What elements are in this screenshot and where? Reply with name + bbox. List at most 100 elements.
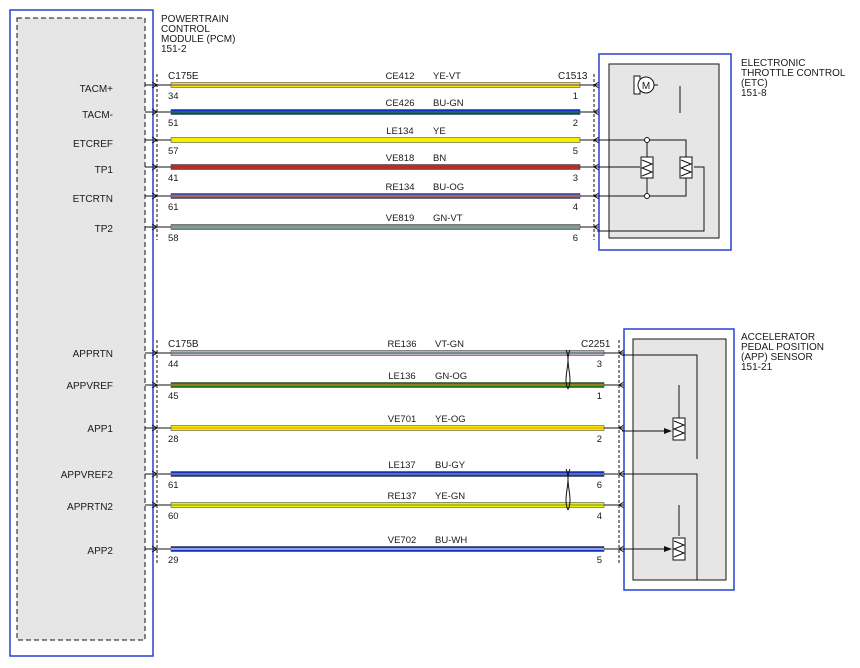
app-title-line-1: ACCELERATOR <box>741 332 815 343</box>
wire-left-pin: 60 <box>168 511 179 522</box>
pin-label: APPRTN <box>73 349 113 360</box>
pcm-terminal-icon <box>151 501 158 509</box>
wire-circuit-label: CE412 <box>385 71 414 82</box>
wire-circuit-label: LE136 <box>388 371 415 382</box>
wire-circuit-label: VE819 <box>386 213 415 224</box>
pcm-title-line-4: 151-2 <box>161 44 187 55</box>
pcm-pin-labels: TACM+ TACM- ETCREF TP1 ETCRTN TP2 APPRTN… <box>61 84 114 557</box>
wire-left-pin: 51 <box>168 118 179 129</box>
wire-left-pin: 29 <box>168 555 179 566</box>
etc-component-inner <box>608 63 720 239</box>
pcm-terminal-icon <box>151 108 158 116</box>
wire-ve818 <box>170 164 581 170</box>
wire-left-pin: 34 <box>168 91 179 102</box>
etc-title-line-3: (ETC) <box>741 78 768 89</box>
wire-left-pin: 45 <box>168 391 179 402</box>
etc-title-line-2: THROTTLE CONTROL <box>741 68 846 79</box>
twisted-pair-marker-2 <box>565 468 571 511</box>
pcm-terminal-icon <box>151 81 158 89</box>
component-terminal-icon <box>593 163 600 171</box>
wire-right-pin: 5 <box>597 555 602 566</box>
pin-label: ETCRTN <box>73 194 113 205</box>
tp-sensor-network <box>597 137 705 232</box>
wire-left-pin: 61 <box>168 480 179 491</box>
wire-circuit-label: RE136 <box>387 339 416 350</box>
app-title-line-2: PEDAL POSITION <box>741 342 824 353</box>
tp1-sensor-icon <box>640 156 654 179</box>
wire-circuit-label: CE426 <box>385 98 414 109</box>
connector-c2251: C2251 <box>581 339 611 350</box>
wire-circuit-label: VE701 <box>388 414 417 425</box>
pcm-terminal-icon <box>151 223 158 231</box>
pin-label: TACM+ <box>80 84 114 95</box>
wire-left-pin: 61 <box>168 202 179 213</box>
connector-c175e: C175E <box>168 71 199 82</box>
wire-color-label: BU-GN <box>433 98 464 109</box>
app-sensor-network <box>622 354 698 580</box>
pin-label: APPVREF2 <box>61 470 114 481</box>
wire-circuit-label: LE137 <box>388 460 415 471</box>
component-terminal-icon <box>618 470 625 478</box>
pcm-title-line-2: CONTROL <box>161 24 210 35</box>
tp2-sensor-icon <box>679 156 693 179</box>
pcm-title: POWERTRAIN CONTROL MODULE (PCM) 151-2 <box>161 14 235 55</box>
pin-label: ETCREF <box>73 139 113 150</box>
wire-right-pin: 2 <box>597 434 602 445</box>
pcm-title-line-3: MODULE (PCM) <box>161 34 235 45</box>
wire-color-label: BU-WH <box>435 535 467 546</box>
wire-right-pin: 1 <box>597 391 602 402</box>
app-title-line-4: 151-21 <box>741 362 773 373</box>
motor-icon: M <box>633 75 658 95</box>
wire-circuit-label: RE137 <box>387 491 416 502</box>
wire-right-pin: 3 <box>573 173 578 184</box>
wire-right-pin: 4 <box>573 202 578 213</box>
app-title-line-3: (APP) SENSOR <box>741 352 813 363</box>
pcm-terminal-icon <box>151 545 158 553</box>
component-terminal-icon <box>593 136 600 144</box>
wire-left-pin: 57 <box>168 146 179 157</box>
wire-color-label: BU-GY <box>435 460 466 471</box>
wire-left-pin: 41 <box>168 173 179 184</box>
etc-title: ELECTRONIC THROTTLE CONTROL (ETC) 151-8 <box>741 58 846 99</box>
wire-color-label: YE-OG <box>435 414 466 425</box>
component-terminal-icon <box>618 545 625 553</box>
wire-color-label: YE-VT <box>433 71 461 82</box>
pcm-terminal-icon <box>151 424 158 432</box>
wire-right-pin: 3 <box>597 359 602 370</box>
pcm-terminal-icon <box>151 349 158 357</box>
wire-right-pin: 6 <box>597 480 602 491</box>
pcm-terminal-icon <box>151 192 158 200</box>
wire-left-pin: 58 <box>168 233 179 244</box>
pcm-terminal-icon <box>151 163 158 171</box>
wire-color-label: BN <box>433 153 446 164</box>
app2-sensor-icon <box>664 537 686 561</box>
pin-label: APP2 <box>87 546 113 557</box>
pin-label: APPRTN2 <box>67 502 113 513</box>
wire-circuit-label: LE134 <box>386 126 413 137</box>
pcm-module-inner <box>16 17 146 641</box>
wire-circuit-label: VE818 <box>386 153 415 164</box>
component-terminal-icon <box>593 81 600 89</box>
wire-le134 <box>170 137 581 143</box>
wire-left-pin: 28 <box>168 434 179 445</box>
pcm-title-line-1: POWERTRAIN <box>161 14 229 25</box>
wire-color-label: YE-GN <box>435 491 465 502</box>
wire-color-label: GN-VT <box>433 213 463 224</box>
motor-symbol: M <box>642 81 650 92</box>
pin-label: TACM- <box>82 110 113 121</box>
wire-right-pin: 6 <box>573 233 578 244</box>
etc-title-line-1: ELECTRONIC <box>741 58 805 69</box>
app-title: ACCELERATOR PEDAL POSITION (APP) SENSOR … <box>741 332 824 373</box>
wire-right-pin: 4 <box>597 511 602 522</box>
wire-color-label: VT-GN <box>435 339 464 350</box>
component-terminal-icon <box>593 192 600 200</box>
wire-color-label: GN-OG <box>435 371 467 382</box>
wire-color-label: YE <box>433 126 446 137</box>
component-terminal-icon <box>593 223 600 231</box>
pin-label: APP1 <box>87 424 113 435</box>
twisted-pair-marker-1 <box>565 349 571 390</box>
app1-sensor-icon <box>664 417 686 441</box>
pcm-terminal-icon <box>151 381 158 389</box>
